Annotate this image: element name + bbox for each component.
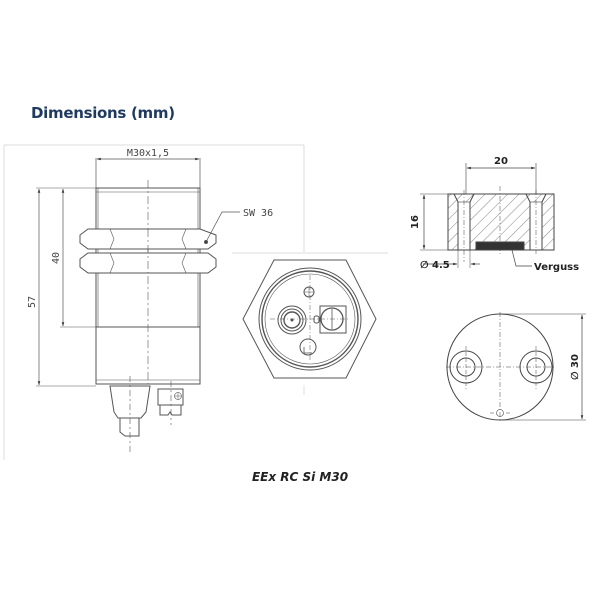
page-title: Dimensions (mm) [31, 104, 175, 122]
potting-label: Verguss [534, 262, 579, 273]
product-caption-text: EEx RC Si M30 [251, 470, 349, 484]
wrench-size-label: SW 36 [243, 208, 273, 219]
length-57-label: 57 [27, 296, 38, 308]
hole-diameter-label: ∅ 4.5 [420, 260, 450, 271]
length-40-label: 40 [51, 252, 62, 264]
magnet-width-label: 20 [494, 156, 508, 167]
magnet-top-view [446, 312, 586, 422]
sensor-end-view [232, 252, 392, 395]
side-view-frame [3, 144, 305, 460]
magnet-diameter-label: ∅ 30 [570, 354, 581, 380]
product-caption: EEx RC Si M30 [0, 470, 600, 484]
magnet-section-view [420, 163, 555, 268]
sensor-side-view [36, 157, 240, 455]
thread-dimension-label: M30x1,5 [127, 148, 169, 159]
magnet-height-label: 16 [410, 215, 421, 229]
